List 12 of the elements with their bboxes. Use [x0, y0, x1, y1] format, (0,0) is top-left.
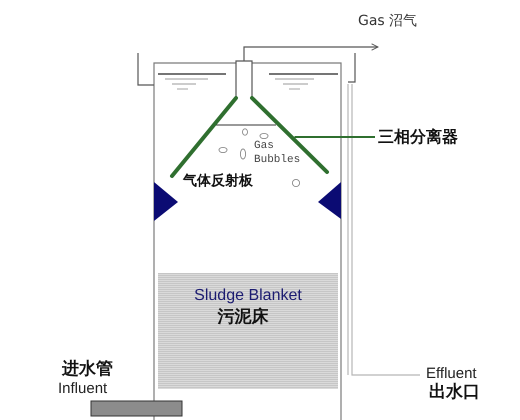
- zone-label: 污泥床: [218, 308, 268, 328]
- deflector-label: 气体反射板: [183, 173, 253, 190]
- bubbles-label: Gas Bubbles: [254, 139, 302, 168]
- leader-line: [294, 136, 375, 138]
- effluent-label: Effluent: [426, 365, 477, 382]
- gas-outlet-label: Gas 沼气: [358, 13, 418, 30]
- inlet-label: Influent: [58, 380, 108, 398]
- effluent-label: 出水口: [429, 383, 480, 403]
- zone-label: Sludge Blanket: [194, 287, 302, 306]
- sludge-blanket-zone: [158, 273, 338, 389]
- inlet-label: 进水管: [62, 360, 113, 380]
- callout-label: 三相分离器: [378, 128, 458, 146]
